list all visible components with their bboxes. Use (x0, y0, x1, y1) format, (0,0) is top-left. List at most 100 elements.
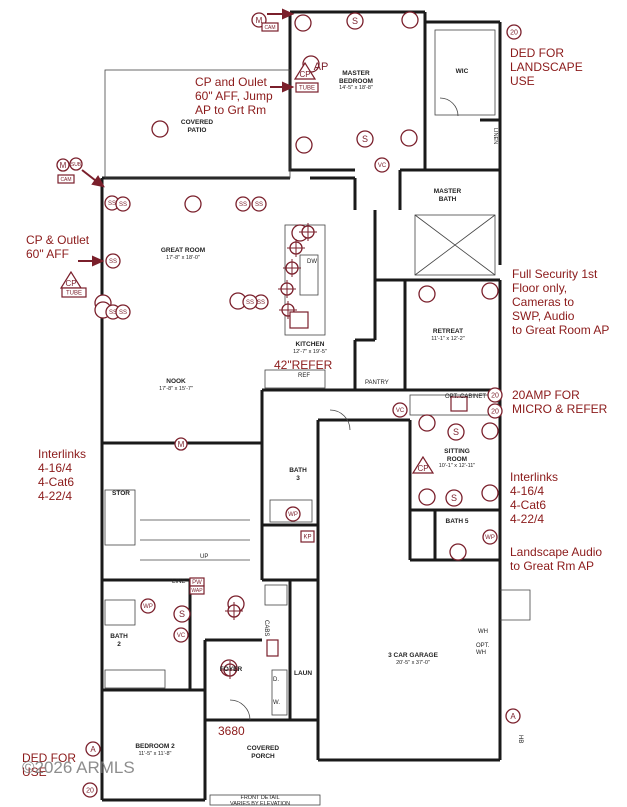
outlet-circle-3 (295, 136, 313, 154)
room-name: COVERED PORCH (246, 745, 280, 760)
speaker-ss-6: SS (235, 196, 251, 212)
kp-box-label: KP (303, 535, 311, 541)
m-circle-nook: M (174, 437, 188, 451)
wap-box: WAP (189, 585, 205, 595)
light-cross-5-cross (225, 602, 243, 620)
note-full-security: Full Security 1st Floor only, Cameras to… (512, 267, 610, 337)
cp-triangle-sitting-label: CP (417, 464, 428, 473)
speaker-s-2: S (447, 423, 465, 441)
speaker-ss-1-label: SS (119, 202, 127, 208)
thin-details (104, 29, 531, 806)
speaker-s-0-label: S (352, 16, 358, 26)
room-dim: 10'-1" x 12'-11" (438, 463, 476, 469)
speaker-s-4: S (173, 605, 191, 623)
label-d: D. (273, 677, 279, 683)
a-circle-bottom: A (85, 741, 101, 757)
note-ded-use: DED FOR USE (22, 751, 76, 779)
pw-box-label: PW (192, 580, 202, 586)
tube-box-great-label: TUBE (66, 291, 82, 297)
room-name: KITCHEN (295, 341, 325, 348)
walls (100, 10, 502, 802)
label-opt-wh: OPT. WH (476, 643, 490, 656)
room-name: MASTER BATH (433, 188, 462, 203)
sub-circle-left: SUB (69, 157, 83, 171)
outlet-circle-8 (481, 282, 499, 300)
wp-bath2: WP (140, 598, 156, 614)
speaker-ss-5-label: SS (255, 202, 263, 208)
cp-triangle-great-label: CP (65, 279, 76, 288)
outlet-circle-9 (418, 285, 436, 303)
room-dim: 12'-7" x 19'-5" (293, 348, 327, 355)
light-cross-4-cross (279, 301, 297, 319)
note-42-refer: 42"REFER (274, 358, 333, 372)
watermark: ©2026 ARMLS (22, 758, 135, 777)
a-circle-garage-label: A (510, 712, 516, 721)
light-cross-2-cross (283, 259, 301, 277)
room-garage: 3 CAR GARAGE 20'-5" x 37'-0" (378, 652, 448, 667)
outlet-circle-4 (400, 129, 418, 147)
speaker-s-0: S (346, 12, 364, 30)
speaker-ss-2-label: SS (109, 259, 117, 265)
wp-bath5-label: WP (485, 535, 495, 541)
outlet-circle-13 (481, 484, 499, 502)
speaker-ss-8: SS (242, 294, 258, 310)
light-cross-0-cross (299, 223, 317, 241)
label-opt-cabinet: OPT. CABINET (445, 394, 487, 400)
m-circle-nook-label: M (178, 440, 185, 449)
room-sitting: SITTING ROOM 10'-1" x 12'-11" (428, 448, 486, 471)
room-bath3: BATH 3 (285, 467, 311, 482)
room-nook: NOOK 17'-8" x 15'-7" (148, 378, 204, 393)
room-foyer: FOYER (214, 666, 248, 674)
room-dim: 17'-8" x 15'-7" (159, 385, 193, 392)
room-linen: LINEN (482, 128, 498, 144)
label-pantry: PANTRY (365, 380, 389, 386)
room-name: BATH 5 (445, 518, 469, 525)
note-cp-outlet-60: CP & Outlet 60" AFF (26, 233, 90, 261)
room-name: BEDROOM 2 (135, 743, 175, 750)
room-laun: LAUN (290, 670, 316, 678)
twenty-bottom: 20 (82, 782, 98, 798)
m-circle-left-label: M (60, 161, 67, 170)
cp-triangle-master (293, 61, 317, 80)
label-ref: REF (298, 373, 310, 379)
room-kitchen: KITCHEN 12'-7" x 19'-5" (280, 341, 340, 356)
ap-label: AP (314, 61, 329, 73)
outlet-circle-10 (418, 414, 436, 432)
room-covered-porch: COVERED PORCH (237, 745, 289, 760)
m-circle-left: M (56, 158, 70, 172)
vc-bath2: VC (173, 627, 189, 643)
room-dim: 11'-5" x 11'-8" (138, 750, 172, 757)
outlet-circle-16 (184, 195, 202, 213)
label-hb: HB (517, 735, 523, 744)
room-name: BATH 3 (289, 467, 307, 482)
wp-bath3: WP (285, 506, 301, 522)
room-retreat: RETREAT 11'-1" x 12'-2" (420, 328, 476, 343)
speaker-s-1-label: S (362, 134, 368, 144)
sub-circle-left-label: SUB (71, 162, 82, 168)
speaker-ss-0-label: SS (108, 201, 116, 207)
room-name: SITTING ROOM (444, 448, 470, 463)
room-bedroom2: BEDROOM 2 11'-5" x 11'-8" (125, 743, 185, 758)
cam-box-left-label: CAM (60, 177, 71, 183)
note-3680: 3680 (218, 724, 245, 738)
note-interlinks-right: Interlinks 4-16/4 4-Cat6 4-22/4 (510, 470, 559, 526)
twenty-retreat-2: 20 (487, 403, 503, 419)
room-stor: STOR (108, 490, 134, 498)
room-bath5: BATH 5 (440, 518, 474, 526)
label-front-detail: FRONT DETAIL VARIES BY ELEVATION (230, 795, 291, 807)
note-cp-outlet-grt: CP and Oulet 60" AFF, Jump AP to Grt Rm (195, 75, 273, 117)
cabinet-outlet-box (450, 396, 468, 412)
room-name: GREAT ROOM (160, 247, 206, 254)
cam-box-top: CAM (261, 22, 279, 32)
m-circle-top-label: M (256, 16, 263, 25)
cabs-outlet-box (266, 639, 279, 657)
room-name: LINEN (492, 128, 498, 145)
speaker-ss-6-label: SS (239, 202, 247, 208)
speaker-ss-4: SS (115, 304, 131, 320)
room-dim: 20'-5" x 37'-0" (396, 659, 430, 666)
label-line: LINE (172, 579, 186, 585)
twenty-top-label: 20 (510, 29, 518, 36)
outlet-circle-12 (418, 488, 436, 506)
tube-box-great: TUBE (61, 287, 87, 298)
light-cross-6-cross (221, 661, 239, 679)
